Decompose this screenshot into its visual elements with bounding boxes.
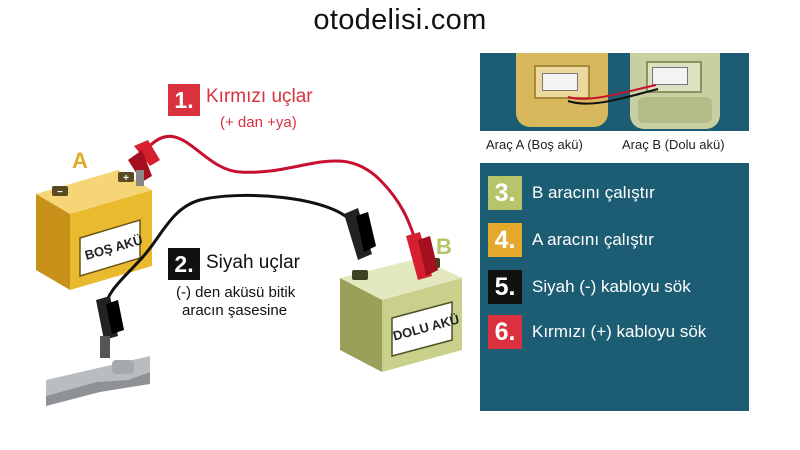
red-clamp-b: [406, 232, 438, 280]
step-4-number: 4.: [488, 223, 522, 257]
step-5-number: 5.: [488, 270, 522, 304]
battery-b-letter: B: [436, 234, 452, 259]
svg-text:−: −: [57, 187, 63, 198]
site-title: otodelisi.com: [313, 4, 487, 36]
car-b-battery: [652, 67, 688, 85]
black-clamp-chassis: [96, 296, 124, 358]
step-2-title: Siyah uçlar: [206, 252, 300, 273]
step-2-subtitle-line2: aracın şasesine: [182, 302, 288, 319]
step-2-number: 2.: [168, 248, 200, 280]
step-3-text: B aracını çalıştır: [532, 183, 655, 202]
car-a: [516, 53, 608, 127]
step-3: 3. B aracını çalıştır: [488, 175, 655, 211]
black-clamp-b: [344, 208, 376, 260]
car-b-body: [638, 97, 712, 123]
step-5: 5. Siyah (-) kabloyu sök: [488, 269, 691, 305]
step-1-number: 1.: [168, 84, 200, 116]
step-6: 6. Kırmızı (+) kabloyu sök: [488, 314, 706, 350]
battery-a: − +: [36, 170, 152, 290]
step-1-title: Kırmızı uçlar: [206, 86, 313, 107]
cars-cables: [567, 84, 659, 105]
battery-a-letter: A: [72, 148, 88, 173]
car-a-label: Araç A (Boş akü): [486, 137, 583, 152]
car-b-label: Araç B (Dolu akü): [622, 137, 725, 152]
step-4-text: A aracını çalıştır: [532, 230, 654, 249]
red-cable: [144, 134, 420, 251]
instructions-panel: Araç A (Boş akü) Araç B (Dolu akü) 3. B …: [480, 53, 749, 411]
red-clamp-a: [128, 140, 160, 186]
car-a-battery: [542, 73, 578, 91]
step-6-number: 6.: [488, 315, 522, 349]
step-2-subtitle-line1: (-) den aküsü bitik: [176, 284, 296, 301]
step-5-text: Siyah (-) kabloyu sök: [532, 277, 691, 296]
cars-illustration: [480, 53, 749, 131]
step-3-number: 3.: [488, 176, 522, 210]
car-b: [630, 53, 720, 129]
svg-text:+: +: [123, 173, 129, 184]
car-chassis: [46, 356, 150, 406]
steps-list: 3. B aracını çalıştır 4. A aracını çalış…: [480, 163, 749, 411]
step-1-subtitle: (+ dan +ya): [220, 114, 297, 131]
step-6-text: Kırmızı (+) kabloyu sök: [532, 322, 707, 341]
black-cable: [102, 193, 354, 311]
step-4: 4. A aracını çalıştır: [488, 222, 654, 258]
